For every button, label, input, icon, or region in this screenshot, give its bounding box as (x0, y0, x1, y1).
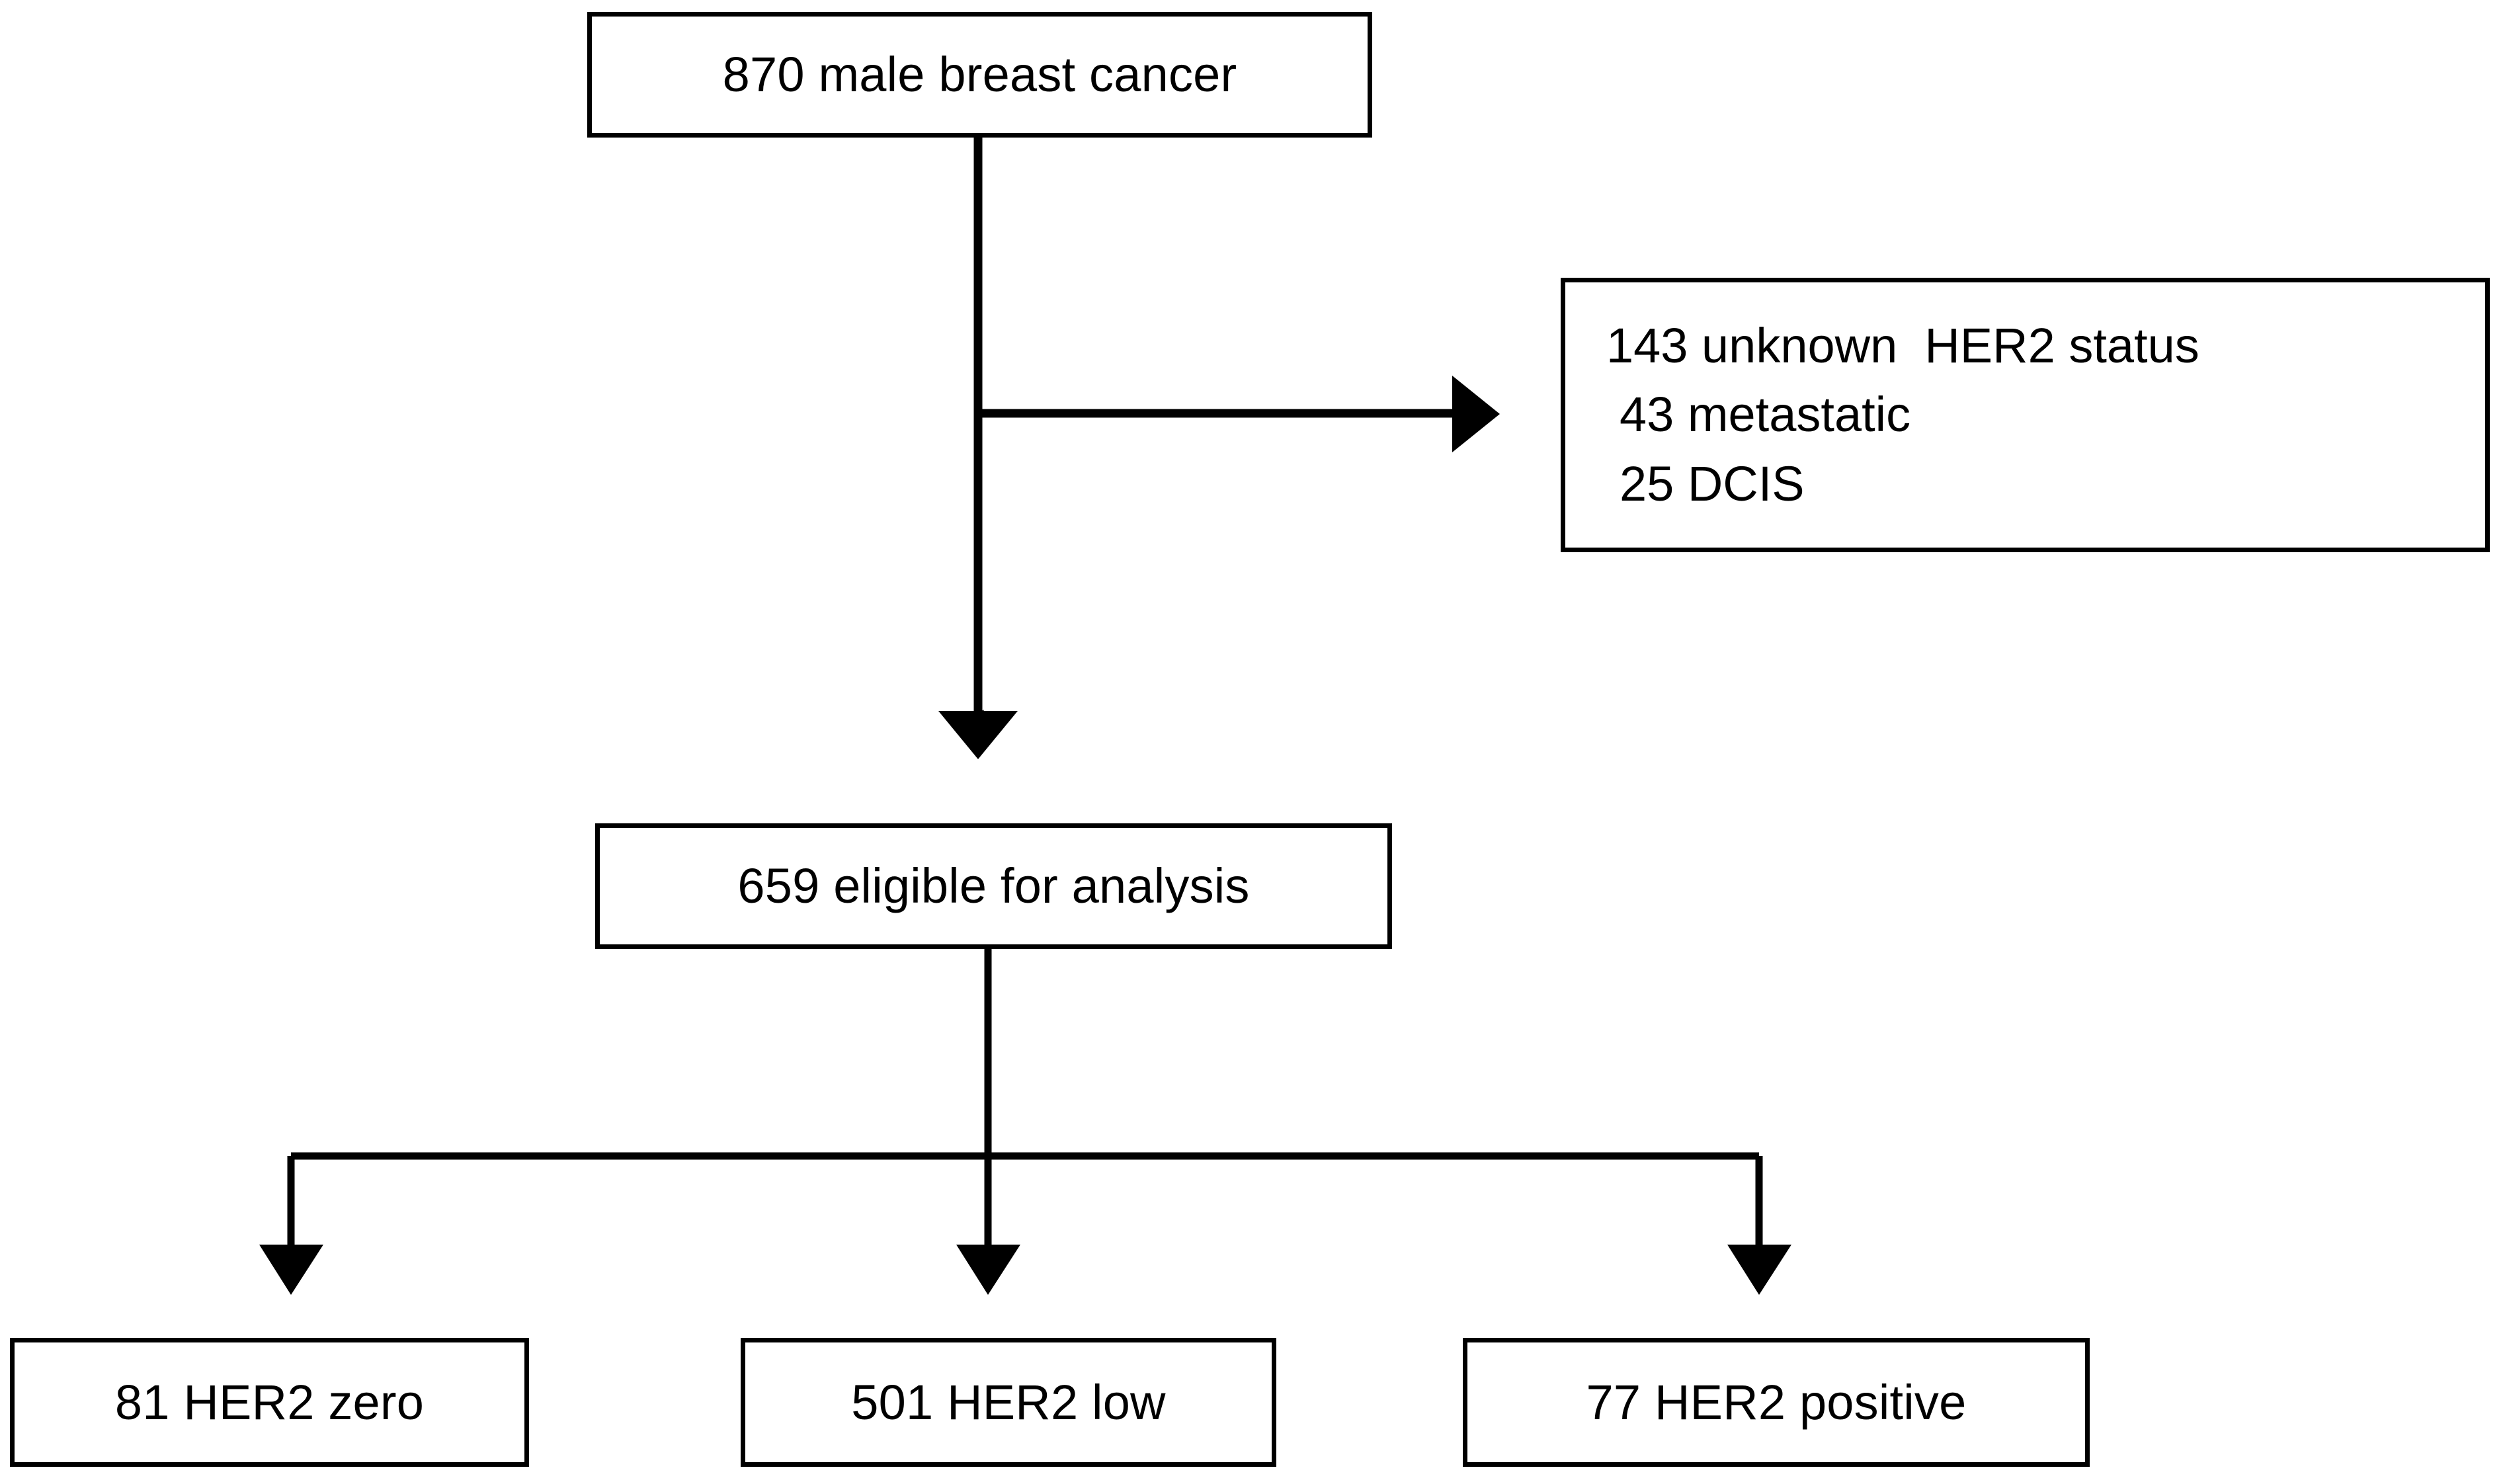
exclusion-reason-dcis: 25 DCIS (1620, 456, 1805, 511)
node-enrolled-box: 870 male breast cancer (587, 12, 1372, 138)
node-eligible-box: 659 eligible for analysis (595, 823, 1392, 949)
node-her2-low-label: 501 HER2 low (851, 1374, 1166, 1430)
node-her2-positive-box: 77 HER2 positive (1463, 1338, 2090, 1467)
exclusion-reason-list: 143 unknown HER2 status 43 metastatic 25… (1565, 317, 2485, 511)
arrowhead-excluded (1452, 376, 1500, 452)
node-her2-positive-label: 77 HER2 positive (1586, 1374, 1967, 1430)
arrowhead-her2-zero (259, 1245, 323, 1295)
exclusion-reason-unknown-her2: 143 unknown HER2 status (1606, 317, 2199, 373)
node-her2-zero-box: 81 HER2 zero (10, 1338, 529, 1467)
node-her2-zero-label: 81 HER2 zero (114, 1374, 425, 1430)
node-eligible-label: 659 eligible for analysis (737, 858, 1250, 914)
arrowhead-her2-low (956, 1245, 1020, 1295)
arrowhead-her2-positive (1727, 1245, 1791, 1295)
node-enrolled-label: 870 male breast cancer (722, 47, 1237, 103)
exclusion-reason-metastatic: 43 metastatic (1620, 387, 1911, 442)
node-her2-low-box: 501 HER2 low (741, 1338, 1276, 1467)
node-excluded-box: 143 unknown HER2 status 43 metastatic 25… (1561, 278, 2490, 552)
arrowhead-eligible (938, 711, 1018, 759)
